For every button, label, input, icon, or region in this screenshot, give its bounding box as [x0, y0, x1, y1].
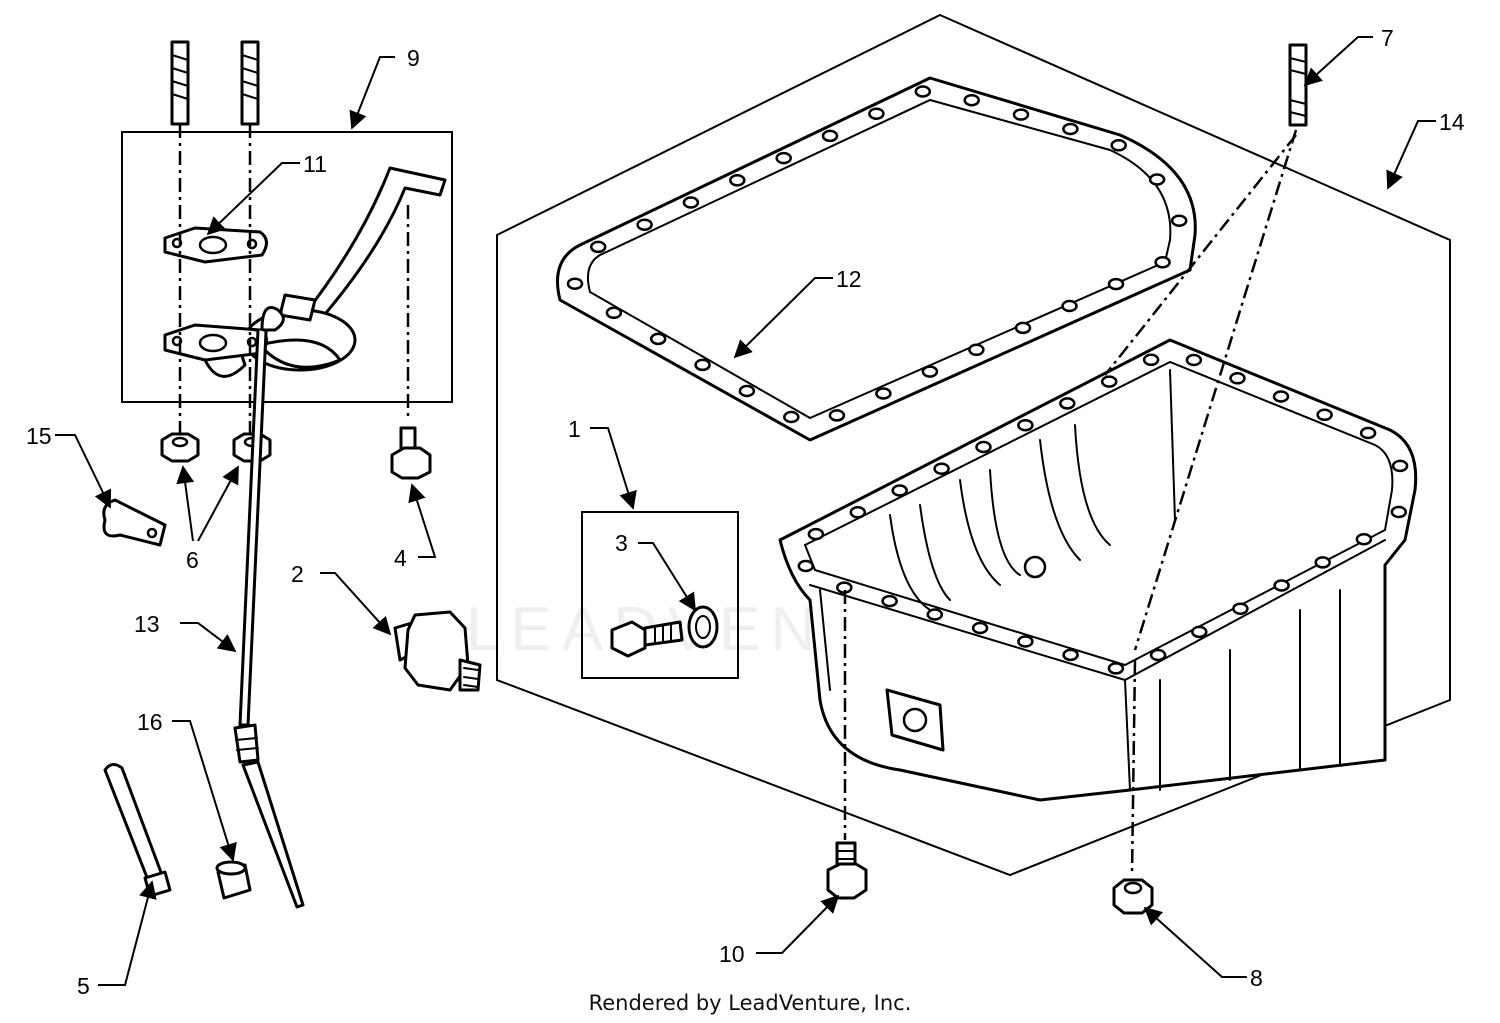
callout-leaders	[55, 36, 1436, 986]
callout-4: 4	[394, 545, 407, 571]
bolt-hole	[1110, 139, 1127, 152]
callout-15: 15	[26, 423, 52, 449]
bolt-hole	[783, 410, 800, 424]
bolt-hole	[1149, 648, 1167, 662]
bolt-hole	[971, 621, 989, 635]
bolt-hole	[933, 462, 950, 475]
bolt-hole	[1014, 321, 1032, 335]
callout-7: 7	[1381, 25, 1394, 51]
bolt-hole	[1061, 299, 1078, 313]
bolt-hole	[807, 527, 825, 541]
bolt-hole	[1142, 353, 1160, 367]
bolt-hole	[636, 218, 653, 231]
bolt-hole	[1017, 418, 1034, 432]
bolt-hole	[1185, 353, 1203, 367]
bolt-hole	[1170, 214, 1188, 227]
callout-13: 13	[134, 611, 160, 637]
bolt-hole	[797, 559, 815, 573]
bolt-hole	[1107, 662, 1125, 675]
bolt-hole	[821, 129, 839, 143]
callout-12: 12	[836, 266, 862, 292]
dipstick-collar	[215, 860, 252, 900]
bolt-hole	[589, 240, 607, 254]
bolt-hole	[1272, 390, 1290, 403]
bolt-hole	[1229, 372, 1246, 385]
dipstick-tube	[103, 763, 172, 898]
bolt-hole	[738, 384, 756, 398]
callout-numbers: 9 11 12 7 14 1 3 2 13 15 4 6 16 5 10 8	[26, 25, 1465, 999]
bolt-hole	[1390, 505, 1408, 519]
strainer-bolt	[390, 426, 432, 480]
bolt-hole	[729, 174, 746, 187]
assembly-centerlines	[178, 124, 1298, 876]
callout-11: 11	[303, 151, 327, 177]
drain-plug-kit-box	[581, 511, 739, 679]
bolt-hole	[1148, 173, 1166, 186]
bolt-hole	[1107, 277, 1125, 291]
callout-16: 16	[137, 709, 163, 735]
bolt-hole	[649, 332, 667, 346]
bolt-hole	[1359, 426, 1377, 440]
bolt-hole	[828, 409, 846, 422]
callout-3: 3	[615, 530, 628, 556]
drain-plug-bolt	[610, 620, 684, 658]
callout-10: 10	[719, 941, 745, 967]
bolt-hole	[968, 343, 985, 357]
bolt-hole	[926, 608, 944, 621]
callout-5: 5	[77, 973, 90, 999]
oil-dipstick	[233, 306, 305, 909]
bolt-hole	[775, 151, 792, 165]
bolt-hole	[1232, 602, 1249, 615]
callout-6: 6	[186, 547, 199, 573]
bolt-hole	[891, 484, 908, 497]
strainer-gaskets	[163, 226, 268, 362]
bolt-hole	[1062, 648, 1079, 662]
bolt-hole	[1154, 256, 1171, 269]
footer-credit: Rendered by LeadVenture, Inc.	[589, 991, 912, 1015]
bolt-hole	[1017, 635, 1034, 648]
bolt-hole	[921, 365, 939, 378]
bolt-hole	[1012, 108, 1030, 121]
bolt-hole	[1191, 625, 1208, 639]
drain-plug-washer	[687, 605, 719, 649]
pan-stud	[1288, 43, 1308, 127]
dipstick-clamp	[102, 498, 167, 547]
bolt-hole	[682, 196, 700, 209]
bolt-hole	[694, 358, 711, 372]
bolt-hole	[881, 594, 898, 608]
bolt-hole	[1391, 459, 1409, 473]
callout-2: 2	[291, 561, 304, 587]
pan-nut	[1112, 878, 1154, 915]
callout-1: 1	[568, 416, 581, 442]
bolt-hole	[849, 506, 867, 519]
bolt-hole	[975, 440, 992, 454]
strainer-kit-box	[121, 131, 453, 403]
bolt-hole	[868, 107, 885, 120]
bolt-hole	[1059, 397, 1076, 410]
bolt-hole	[1273, 579, 1290, 592]
callout-9: 9	[407, 45, 420, 71]
bolt-hole	[914, 85, 932, 98]
bolt-hole	[1316, 408, 1333, 422]
strainer-studs	[170, 40, 260, 126]
callout-14: 14	[1439, 109, 1465, 135]
oil-pan	[778, 338, 1418, 802]
bolt-hole	[566, 277, 584, 290]
oil-pan-gasket	[556, 76, 1197, 442]
bolt-hole	[963, 93, 980, 107]
bolt-hole	[605, 306, 623, 320]
kit-outline-14	[496, 13, 1451, 877]
bolt-hole	[1100, 375, 1118, 388]
oil-pressure-sensor	[393, 610, 482, 692]
bolt-hole	[875, 387, 892, 400]
bolt-hole	[1355, 532, 1373, 546]
bolt-hole	[1314, 556, 1331, 569]
pan-drain-plug	[826, 841, 868, 900]
callout-8: 8	[1250, 965, 1263, 991]
bolt-hole	[1062, 122, 1079, 136]
